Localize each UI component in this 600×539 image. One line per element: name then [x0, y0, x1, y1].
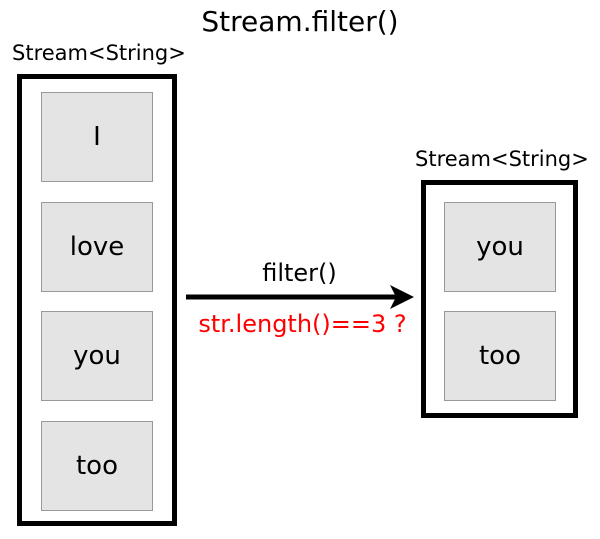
result-stream-label: Stream<String> [415, 147, 589, 171]
source-stream-element: I [41, 92, 153, 182]
source-stream-label: Stream<String> [12, 41, 186, 65]
filter-predicate-label: str.length()==3 ? [198, 310, 407, 338]
right-arrow-icon [186, 285, 414, 309]
result-stream-element: you [444, 202, 556, 292]
source-stream-element: too [41, 421, 153, 511]
source-stream-container: I love you too [17, 74, 177, 526]
result-stream-element: too [444, 311, 556, 401]
result-stream-container: you too [421, 180, 578, 418]
source-stream-element: you [41, 311, 153, 401]
operation-name-label: filter() [262, 259, 337, 287]
page-title: Stream.filter() [201, 5, 399, 38]
source-stream-element: love [41, 202, 153, 292]
